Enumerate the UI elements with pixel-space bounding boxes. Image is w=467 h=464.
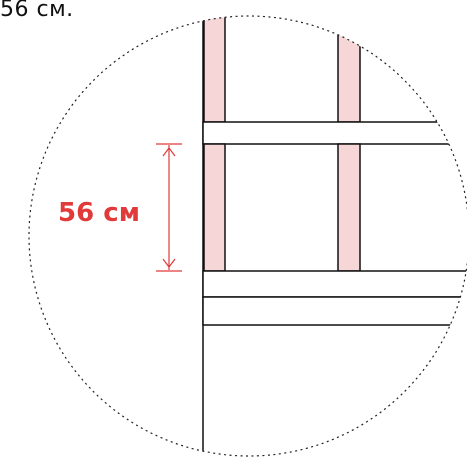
stud-middle-left	[203, 143, 226, 272]
dimension-label: 56 см	[58, 198, 140, 228]
horizontal-beam-1	[202, 121, 467, 145]
dimension-arrow-up	[162, 147, 176, 157]
dimension-arrow-down	[162, 258, 176, 268]
horizontal-beam-2	[202, 270, 467, 298]
dimension-marker: 56 см	[58, 143, 182, 272]
framing-group	[202, 16, 467, 456]
stud-upper-right	[337, 16, 361, 123]
horizontal-beam-3	[202, 296, 467, 326]
caption-fragment: 56 см.	[0, 0, 74, 22]
stud-middle-right	[337, 143, 361, 272]
detail-circle	[28, 15, 467, 457]
